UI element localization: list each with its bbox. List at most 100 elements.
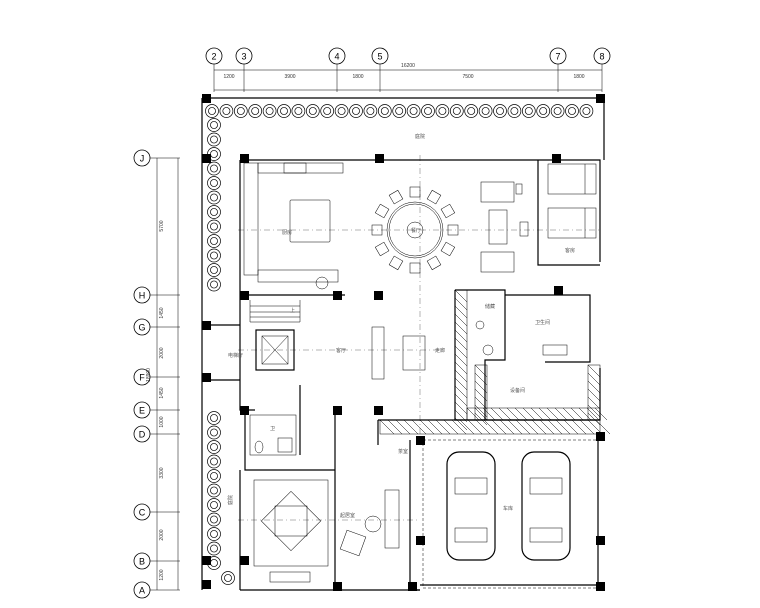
tree-icon (320, 104, 335, 118)
tree-icon (221, 571, 235, 585)
column-marker (408, 582, 417, 591)
tree-icon (349, 104, 363, 118)
column-marker (202, 154, 211, 163)
tree-icon (536, 104, 551, 118)
tree-icon (464, 104, 479, 118)
garage-label: 车库 (503, 505, 513, 512)
lounge-furniture (480, 181, 529, 273)
left-dim-8: 1200 (159, 569, 165, 580)
grid-bubble-H: H (133, 286, 180, 304)
left-dim-6: 3300 (159, 467, 165, 478)
tree-icon (363, 104, 378, 118)
tree-icon (207, 190, 221, 205)
equipment-label: 设备间 (510, 387, 525, 394)
lounge-label: 起居室 (340, 512, 355, 519)
courtyard-label: 庭院 (415, 133, 425, 140)
top-overall-dimension: 16200 (401, 63, 415, 69)
grid-bubble-5: 5 (371, 47, 389, 92)
column-marker (596, 94, 605, 103)
svg-text:2: 2 (211, 52, 216, 62)
left-dim-1: 5700 (159, 220, 165, 231)
hedge-top (205, 104, 594, 118)
dining-label: 餐厅 (411, 227, 421, 234)
tea-area: 茶室 (339, 448, 408, 557)
column-marker (596, 432, 605, 441)
grid-bubble-8: 8 (593, 47, 611, 92)
tea-label: 茶室 (398, 448, 408, 455)
service-rooms: 储藏 卫生间 设备间 (475, 303, 568, 394)
tree-icon (507, 104, 522, 118)
tree-icon (207, 248, 221, 263)
tree-icon (449, 104, 464, 118)
top-dim-2: 3900 (284, 74, 295, 80)
top-dim-5: 1800 (573, 74, 584, 80)
grid-bubble-A: A (133, 581, 180, 599)
chair-icon (426, 189, 442, 205)
tree-icon (207, 469, 221, 483)
grid-bubble-C: C (133, 503, 180, 521)
chair-icon (440, 241, 456, 257)
tree-icon (207, 263, 221, 277)
tree-icon (207, 176, 221, 190)
tree-icon (435, 104, 450, 118)
garage: 车库 (422, 439, 599, 589)
tree-icon (205, 104, 219, 118)
tree-icon (421, 104, 435, 118)
tree-icon (207, 425, 221, 440)
kitchen: 厨房 (243, 162, 344, 290)
tree-icon (550, 104, 565, 118)
svg-text:D: D (139, 430, 146, 440)
chair-icon (374, 241, 390, 257)
side-courtyard-label: 庭院 (227, 495, 234, 505)
tree-icon (207, 512, 221, 527)
column-marker (416, 536, 425, 545)
tree-icon (207, 527, 221, 541)
column-marker (596, 582, 605, 591)
tree-icon (565, 104, 579, 118)
corridor-label: 走廊 (435, 347, 445, 354)
grid-bubble-J: J (133, 149, 180, 167)
svg-text:H: H (139, 291, 146, 301)
tree-icon (207, 440, 221, 454)
column-marker (240, 154, 249, 163)
tree-icon (207, 498, 221, 512)
column-marker (374, 291, 383, 300)
top-dim-3: 1800 (352, 74, 363, 80)
chair-icon (388, 189, 404, 205)
elevator-label: 电梯厅 (228, 352, 243, 359)
car-right (521, 451, 571, 561)
grid-bubble-B: B (133, 552, 180, 570)
tree-icon (207, 277, 221, 292)
grid-bubble-7: 7 (549, 47, 567, 92)
grid-bubble-G: G (133, 318, 180, 336)
column-marker (202, 580, 211, 589)
column-marker (554, 286, 563, 295)
tree-icon (392, 104, 407, 118)
svg-text:5: 5 (377, 52, 382, 62)
svg-text:E: E (139, 406, 145, 416)
chair-icon (440, 203, 456, 219)
column-marker (240, 556, 249, 565)
svg-text:G: G (138, 323, 145, 333)
chair-icon (447, 224, 459, 236)
svg-text:3: 3 (241, 52, 246, 62)
tree-icon (262, 104, 277, 118)
chair-icon (371, 224, 383, 236)
svg-text:7: 7 (555, 52, 560, 62)
tree-icon (207, 454, 221, 469)
svg-text:B: B (139, 557, 145, 567)
tree-icon (377, 104, 392, 118)
lounge-room: 起居室 庭院 (227, 479, 355, 583)
grid-bubble-D: D (133, 425, 180, 443)
living-label: 客厅 (336, 347, 346, 354)
tree-icon (248, 104, 263, 118)
bedroom: 客房 (547, 163, 597, 254)
chair-icon (374, 203, 390, 219)
column-marker (202, 556, 211, 565)
tree-icon (219, 104, 234, 118)
column-marker (202, 321, 211, 330)
column-marker (240, 291, 249, 300)
tree-icon (277, 104, 291, 118)
column-marker (596, 536, 605, 545)
tree-icon (493, 104, 507, 118)
